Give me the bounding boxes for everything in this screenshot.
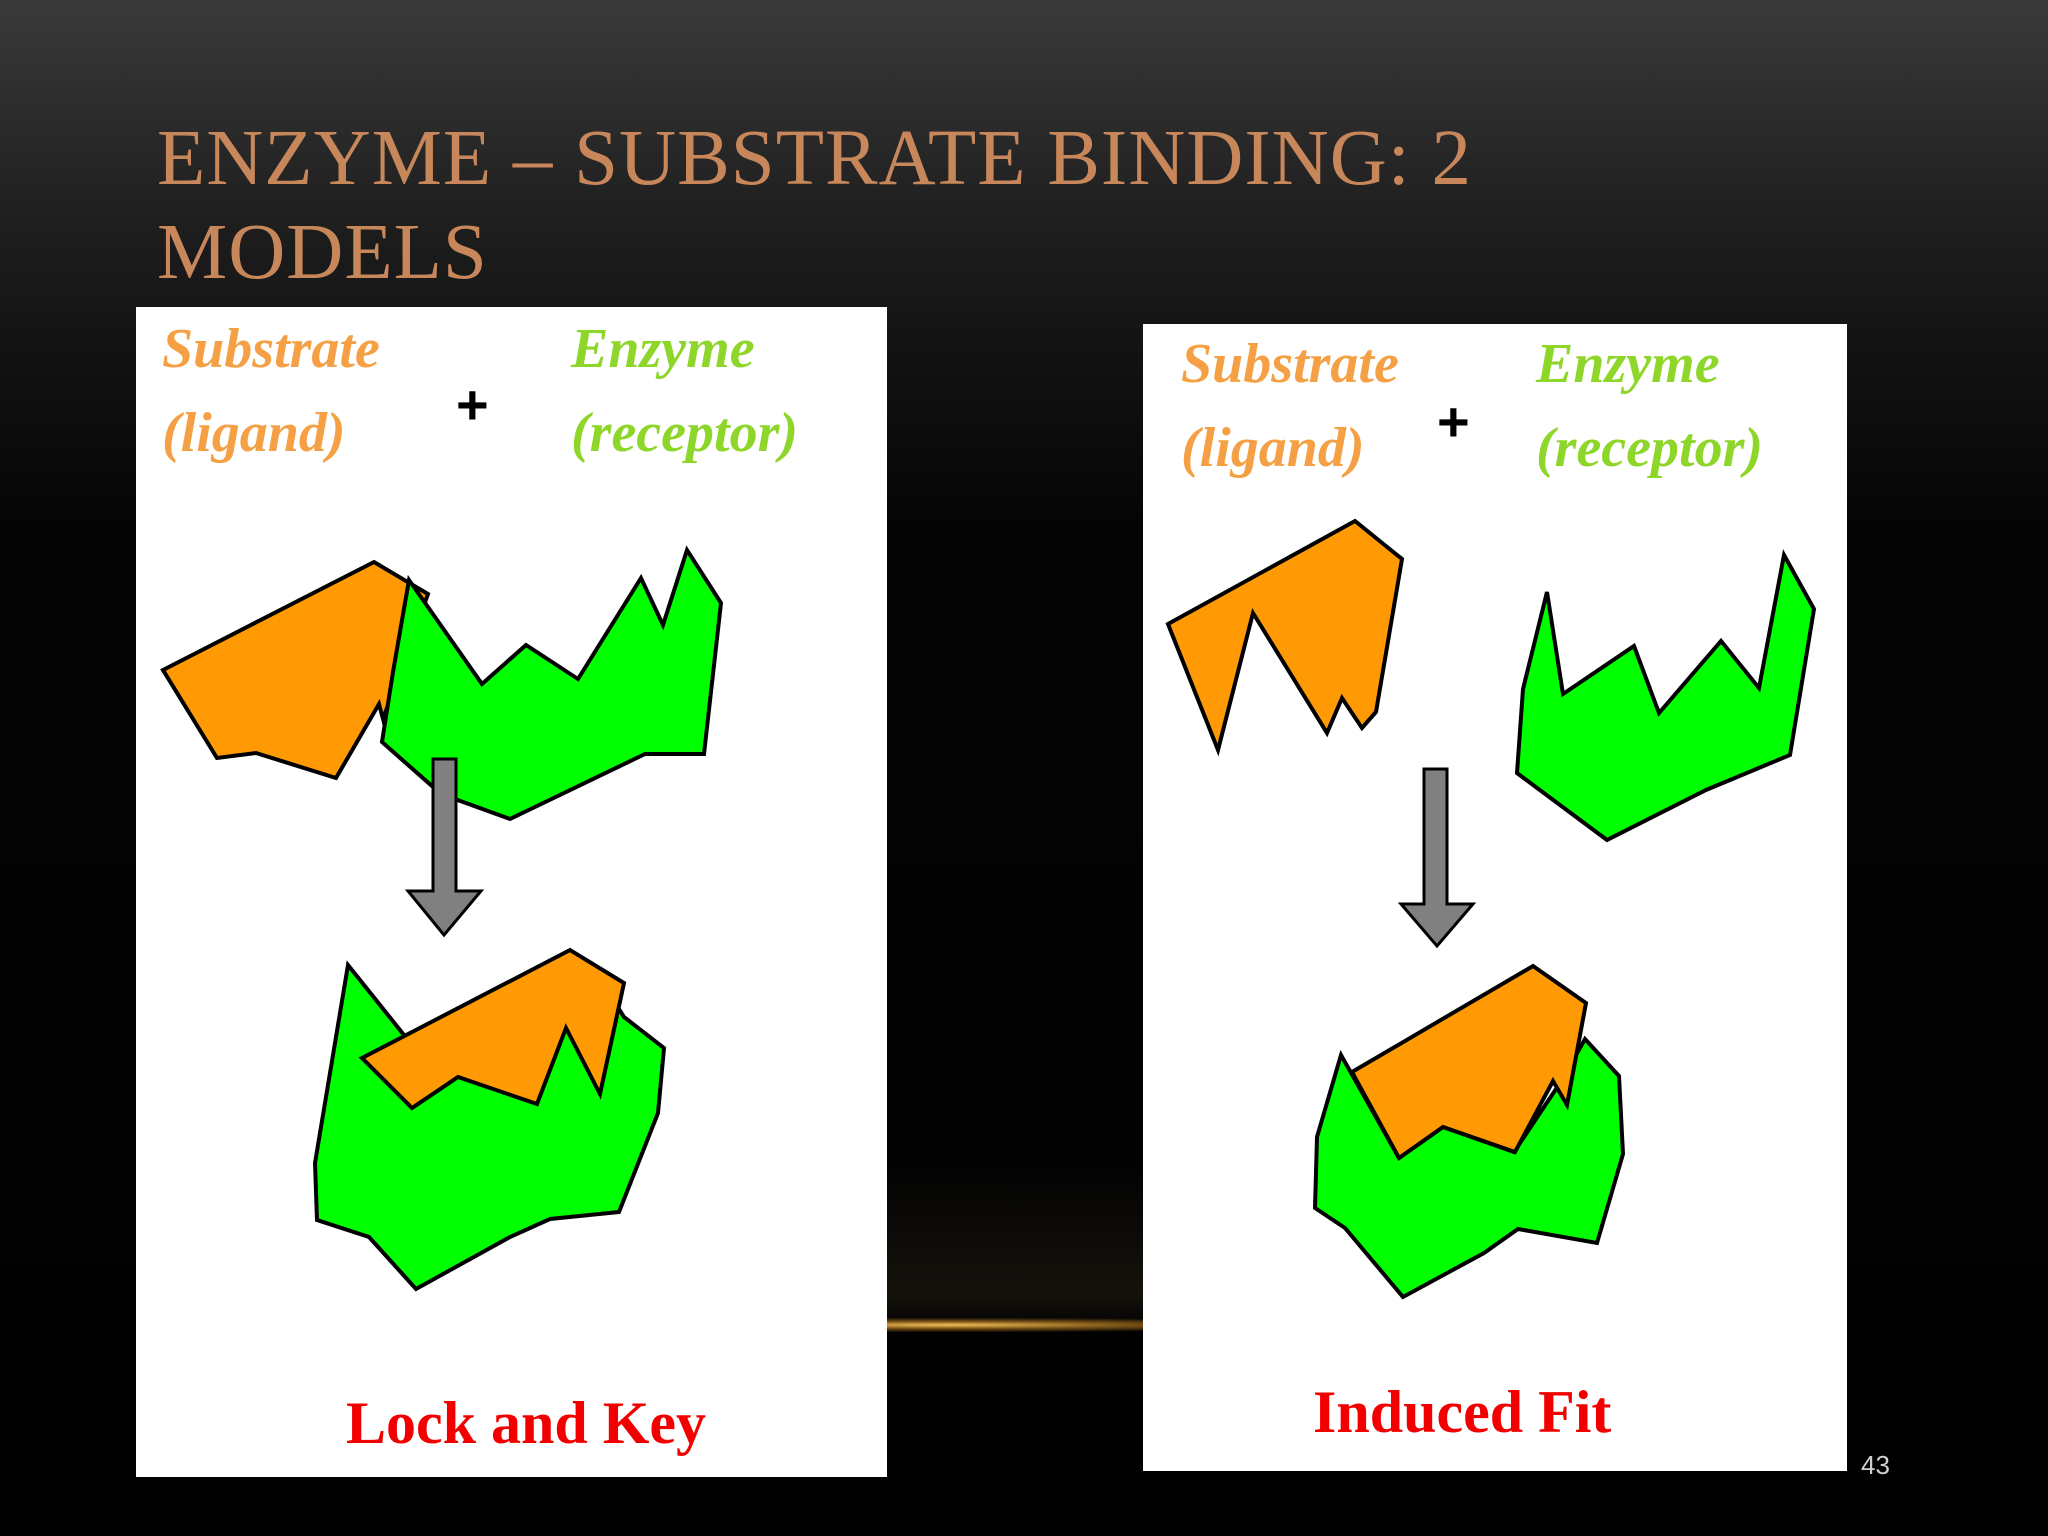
lock-and-key-diagram [136, 307, 887, 1477]
page-number: 43 [1861, 1450, 1890, 1481]
lock-and-key-caption: Lock and Key [346, 1389, 706, 1458]
enzyme-shape [1517, 555, 1814, 840]
down-arrow [1401, 769, 1473, 946]
induced-fit-panel: Substrate (ligand) + Enzyme (receptor) I… [1143, 324, 1847, 1471]
lock-and-key-panel: Substrate (ligand) + Enzyme (receptor) L… [136, 307, 887, 1477]
induced-fit-caption: Induced Fit [1313, 1378, 1611, 1447]
slide-title: ENZYME – SUBSTRATE BINDING: 2 MODELS [157, 112, 1717, 300]
induced-fit-diagram [1143, 324, 1847, 1471]
substrate-shape [1168, 521, 1402, 750]
